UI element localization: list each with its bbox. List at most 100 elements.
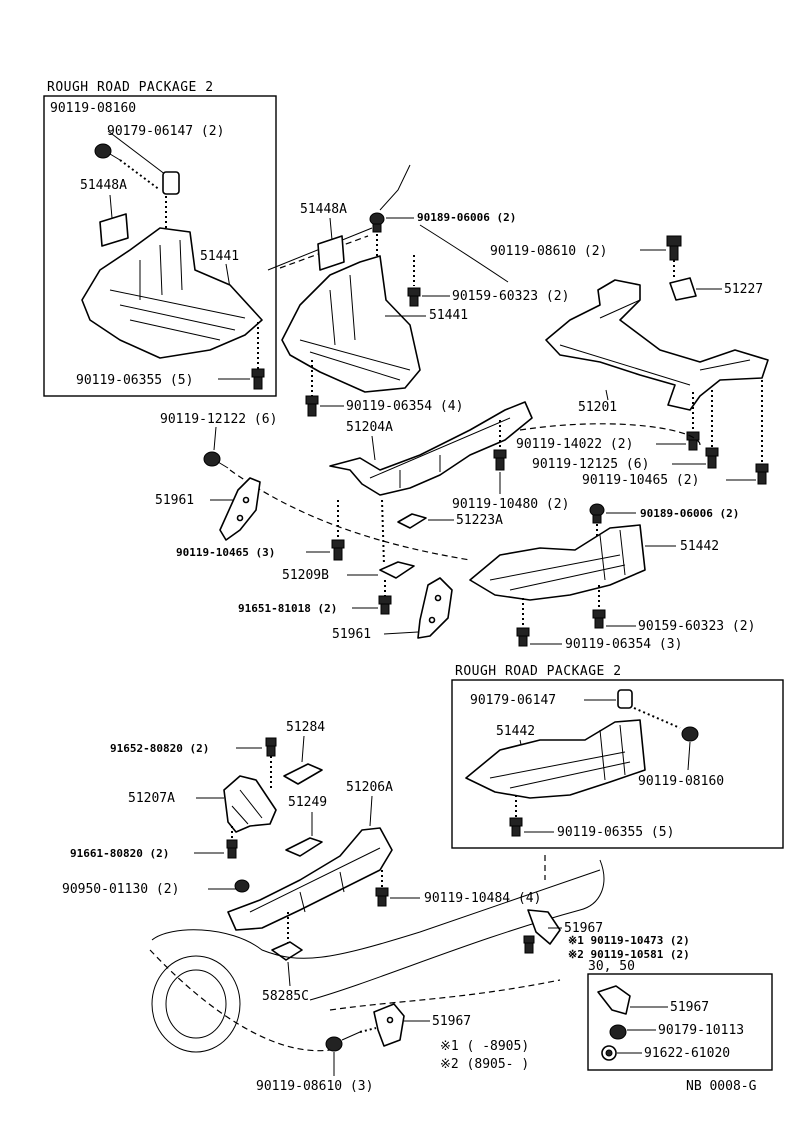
diagram-code: NB 0008-G (686, 1079, 757, 1094)
guard-51961-b-icon (417, 577, 453, 639)
washer-91622-61020-icon (601, 1045, 617, 1061)
bolt-51967-a-icon (523, 935, 535, 954)
label-90179-06147-2: 90179-06147 (2) (107, 124, 224, 139)
label-51227: 51227 (724, 282, 763, 297)
label-51223a: 51223A (456, 513, 503, 528)
bolt-90119-06354-b-icon (516, 627, 530, 647)
label-51249: 51249 (288, 795, 327, 810)
bolt-90119-08610-b-icon (325, 1031, 361, 1052)
label-58285c: 58285C (262, 989, 309, 1004)
bolt-90119-10484-icon (375, 887, 389, 907)
guard-51961-a-icon (219, 477, 261, 541)
label-90119-10480-2: 90119-10480 (2) (452, 497, 569, 512)
label-90119-14022-2: 90119-14022 (2) (516, 437, 633, 452)
label-90119-06355-5-b: 90119-06355 (5) (557, 825, 674, 840)
label-91651-81018-2: 91651-81018 (2) (238, 602, 337, 615)
bracket-51448a-a-icon (99, 213, 129, 247)
box1-frame (43, 95, 277, 397)
bolt-90119-12122-icon (203, 451, 229, 469)
box1-title: ROUGH ROAD PACKAGE 2 (47, 80, 214, 95)
plate-51284-icon (283, 763, 323, 785)
box3-frame (587, 973, 773, 1071)
pad-58285c-icon (271, 941, 303, 961)
bolt-90119-06354-a-icon (305, 395, 319, 417)
bracket-51967-c-icon (373, 1003, 405, 1047)
box2-frame (451, 679, 784, 849)
label-51207a: 51207A (128, 791, 175, 806)
bolt-90119-08160-a-icon (94, 143, 121, 161)
label-90119-10465-2: 90119-10465 (2) (582, 473, 699, 488)
legend-note2: ※2 (8905- ) (440, 1057, 529, 1072)
bolt-91652-80820-icon (265, 737, 277, 757)
plate-51249-icon (285, 837, 323, 857)
bolt-90119-06355-a-icon (251, 368, 265, 390)
label-90119-06354-4: 90119-06354 (4) (346, 399, 463, 414)
label-90189-06006-2-b: 90189-06006 (2) (640, 507, 739, 520)
bolt-90189-06006-a-icon (369, 212, 385, 233)
plate-51223a-icon (397, 513, 427, 529)
bolt-90119-12125-icon (705, 447, 719, 469)
label-90119-12125-6: 90119-12125 (6) (532, 457, 649, 472)
label-90119-08610-2: 90119-08610 (2) (490, 244, 607, 259)
bolt-90119-10465-a-icon (755, 463, 769, 485)
undercover-51442-b-icon (465, 719, 646, 799)
undercover-51442-a-icon (469, 524, 646, 601)
crossmember-51204a-icon (329, 401, 533, 496)
label-note1-part: ※1 90119-10473 (2) (568, 934, 690, 947)
bolt-90159-60323-a-icon (407, 287, 421, 307)
label-note2-part: ※2 90119-10581 (2) (568, 948, 690, 961)
label-51204a: 51204A (346, 420, 393, 435)
label-51201: 51201 (578, 400, 617, 415)
clip-51448a-a-icon (162, 171, 180, 195)
label-51442-a: 51442 (680, 539, 719, 554)
label-90159-60323-2-b: 90159-60323 (2) (638, 619, 755, 634)
label-90119-08610-3: 90119-08610 (3) (256, 1079, 373, 1094)
label-51206a: 51206A (346, 780, 393, 795)
bracket-51207a-icon (223, 775, 277, 833)
label-51961-a: 51961 (155, 493, 194, 508)
box2-title: ROUGH ROAD PACKAGE 2 (455, 664, 622, 679)
bracket-51967-b-icon (597, 985, 631, 1015)
bracket-51448a-b-icon (317, 235, 345, 271)
bolt-90119-10465-b-icon (331, 539, 345, 561)
bolt-90189-06006-b-icon (589, 503, 605, 524)
label-91622-61020: 91622-61020 (644, 1046, 730, 1061)
bolt-90119-08610-a-icon (666, 235, 682, 261)
plate-51209b-icon (379, 561, 415, 579)
label-51284: 51284 (286, 720, 325, 735)
undercover-51441-a-icon (81, 227, 263, 359)
legend-note1: ※1 ( -8905) (440, 1039, 529, 1054)
crossmember-51206a-icon (227, 827, 393, 931)
clip-90179-06147-icon (617, 689, 633, 709)
label-51961-b: 51961 (332, 627, 371, 642)
nut-90179-10113-icon (609, 1024, 627, 1040)
label-90119-06354-3: 90119-06354 (3) (565, 637, 682, 652)
label-51967-b: 51967 (670, 1000, 709, 1015)
crossmember-51201-icon (545, 279, 769, 411)
undercover-51441-b-icon (281, 255, 421, 393)
bracket-51967-a-icon (527, 909, 561, 945)
label-51441-b: 51441 (429, 308, 468, 323)
label-91661-80820-2: 91661-80820 (2) (70, 847, 169, 860)
label-90119-08160-b: 90119-08160 (638, 774, 724, 789)
label-51448a-b: 51448A (300, 202, 347, 217)
label-90189-06006-2-a: 90189-06006 (2) (417, 211, 516, 224)
label-51448a-a: 51448A (80, 178, 127, 193)
label-90119-08160-a: 90119-08160 (50, 101, 136, 116)
grommet-90950-01130-icon (234, 879, 250, 893)
label-90119-06355-5-a: 90119-06355 (5) (76, 373, 193, 388)
label-90119-12122-6: 90119-12122 (6) (160, 412, 277, 427)
label-51967-a: 51967 (564, 921, 603, 936)
label-51442-b: 51442 (496, 724, 535, 739)
label-90179-06147: 90179-06147 (470, 693, 556, 708)
label-51441-a: 51441 (200, 249, 239, 264)
bolt-90119-10480-icon (493, 449, 507, 471)
bolt-91651-81018-icon (378, 595, 392, 615)
bolt-90119-14022-icon (686, 431, 700, 451)
label-90119-10484-4: 90119-10484 (4) (424, 891, 541, 906)
bolt-90159-60323-b-icon (592, 609, 606, 629)
label-30-50: 30, 50 (588, 959, 635, 974)
label-91652-80820-2: 91652-80820 (2) (110, 742, 209, 755)
bracket-51227-icon (669, 277, 697, 301)
